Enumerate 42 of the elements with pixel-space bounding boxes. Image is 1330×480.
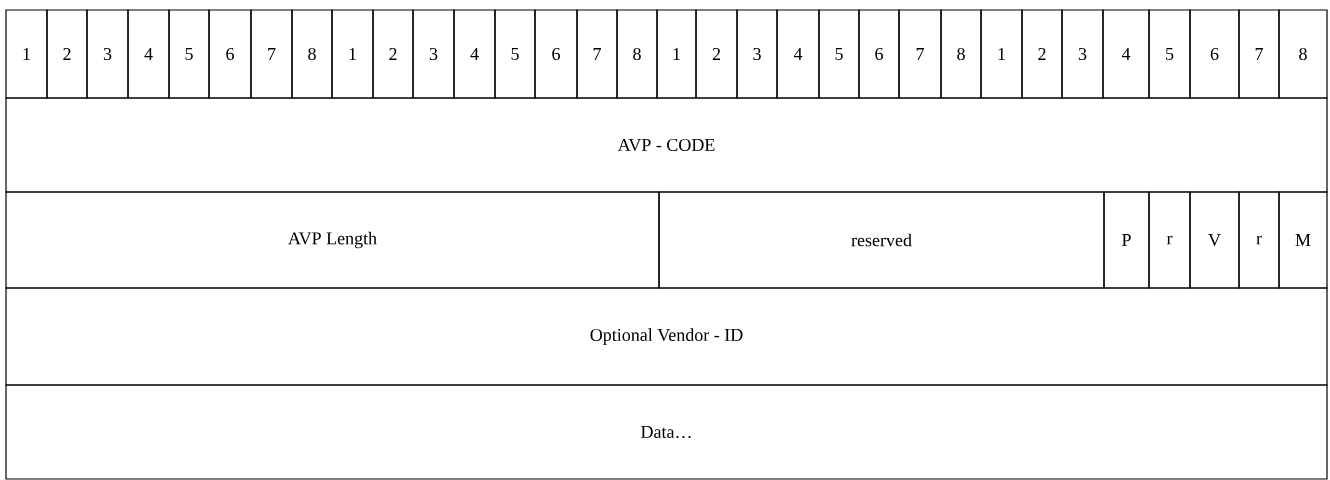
- bit-cell: 3: [1061, 9, 1104, 99]
- bit-cell: 8: [1278, 9, 1328, 99]
- flag-cell: V: [1189, 191, 1240, 289]
- bit-cell: 5: [1148, 9, 1191, 99]
- bit-cell: 3: [412, 9, 455, 99]
- bit-cell: 6: [1189, 9, 1240, 99]
- bit-cell: 1: [980, 9, 1023, 99]
- bit-cell: 6: [858, 9, 900, 99]
- bit-cell: 7: [250, 9, 293, 99]
- flag-cell: r: [1148, 191, 1191, 289]
- field-cell: Data…: [5, 384, 1328, 480]
- bit-cell: 4: [127, 9, 170, 99]
- bit-cell: 2: [695, 9, 738, 99]
- bit-cell: 7: [898, 9, 942, 99]
- bit-cell: 7: [576, 9, 618, 99]
- bit-cell: 4: [1102, 9, 1150, 99]
- bit-cell: 8: [616, 9, 658, 99]
- bit-cell: 1: [656, 9, 697, 99]
- bit-cell: 5: [168, 9, 210, 99]
- flag-cell: r: [1238, 191, 1280, 289]
- bit-cell: 2: [1021, 9, 1063, 99]
- field-cell: Optional Vendor - ID: [5, 287, 1328, 386]
- bit-cell: 4: [776, 9, 820, 99]
- bit-cell: 8: [291, 9, 333, 99]
- bit-cell: 3: [736, 9, 778, 99]
- field-cell: reserved: [658, 191, 1105, 289]
- bit-cell: 8: [940, 9, 982, 99]
- bit-cell: 6: [534, 9, 578, 99]
- bit-cell: 5: [818, 9, 860, 99]
- field-cell: AVP - CODE: [5, 97, 1328, 193]
- bit-cell: 4: [453, 9, 496, 99]
- bit-cell: 1: [5, 9, 48, 99]
- bit-cell: 2: [372, 9, 414, 99]
- bit-cell: 7: [1238, 9, 1280, 99]
- bit-cell: 5: [494, 9, 536, 99]
- bit-cell: 1: [331, 9, 374, 99]
- flag-cell: M: [1278, 191, 1328, 289]
- bit-cell: 2: [46, 9, 88, 99]
- bit-cell: 3: [86, 9, 129, 99]
- flag-cell: P: [1103, 191, 1150, 289]
- bit-cell: 6: [208, 9, 252, 99]
- field-cell: AVP Length: [5, 191, 660, 289]
